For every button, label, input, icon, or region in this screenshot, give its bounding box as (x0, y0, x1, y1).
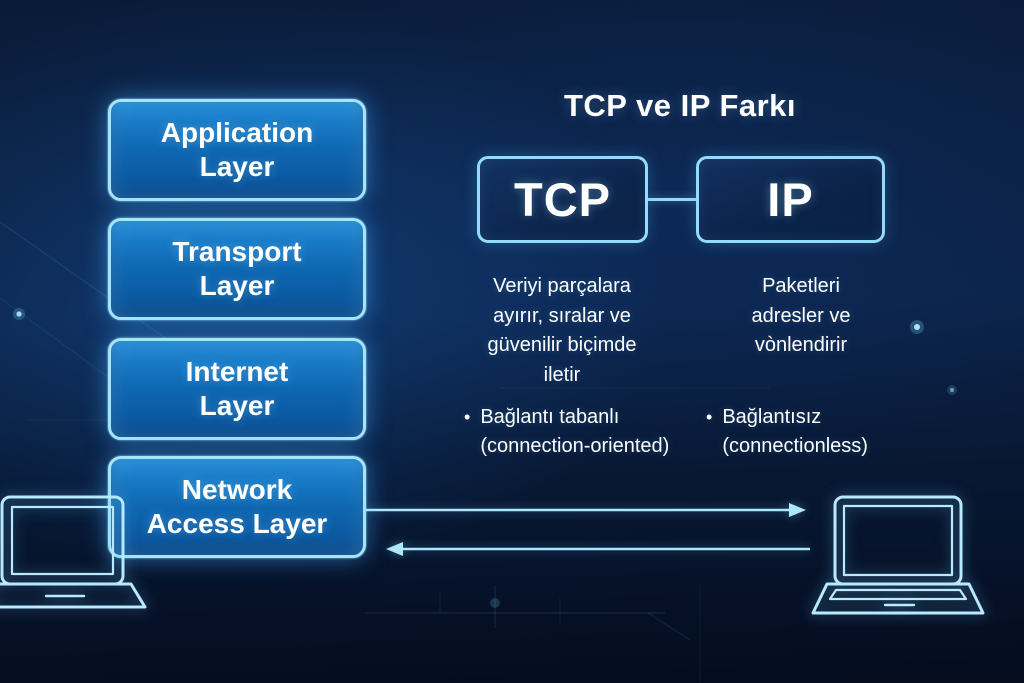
layer-box-internet: Internet Layer (108, 338, 366, 440)
laptop-screen-inner (842, 504, 954, 577)
layer-label-network-access: Network Access Layer (146, 473, 328, 539)
ip-label: IP (767, 173, 814, 226)
circuit-trace (0, 221, 169, 341)
laptop-screen (0, 495, 125, 586)
page-title: TCP ve IP Farkı (563, 88, 797, 123)
laptop-base (811, 582, 985, 615)
bullet-icon: • (464, 407, 471, 427)
ip-description: Paketleri adresler ve vònlendirir (751, 275, 851, 357)
circuit-trace (647, 612, 691, 641)
layer-box-application: Application Layer (108, 99, 366, 201)
layer-label-transport: Transport Layer (172, 235, 302, 301)
layer-box-transport: Transport Layer (108, 218, 366, 320)
laptop-screen-inner (10, 505, 115, 576)
layer-box-network-access: Network Access Layer (108, 456, 366, 558)
layer-label-application: Application Layer (160, 116, 314, 182)
tcp-bullet-text: Bağlantı tabanlı (connection-oriented) (480, 406, 670, 457)
ip-bullet-item: • Bağlantısız (connectionless) (706, 403, 906, 461)
laptop-icon-right (811, 495, 985, 615)
left-arrow-icon (386, 542, 810, 556)
glow-dots (13, 308, 957, 608)
laptop-screen (833, 495, 963, 586)
tcp-bullet-item: • Bağlantı tabanlı (connection-oriented) (464, 403, 689, 461)
laptop-keyboard (828, 588, 968, 601)
laptop-icon-left (0, 495, 147, 609)
right-arrow-icon (366, 503, 806, 517)
bullet-icon: • (706, 407, 713, 427)
ip-bullet-text: Bağlantısız (connectionless) (722, 406, 868, 457)
laptop-base (0, 582, 147, 609)
ip-box: IP (696, 156, 885, 243)
tcp-ip-connector-line (646, 198, 698, 201)
tcp-label: TCP (514, 173, 611, 226)
tcp-box: TCP (477, 156, 648, 243)
tcp-description: Veriyi parçalara ayırır, sıralar ve güve… (487, 275, 637, 386)
layer-label-internet: Internet Layer (185, 355, 289, 421)
